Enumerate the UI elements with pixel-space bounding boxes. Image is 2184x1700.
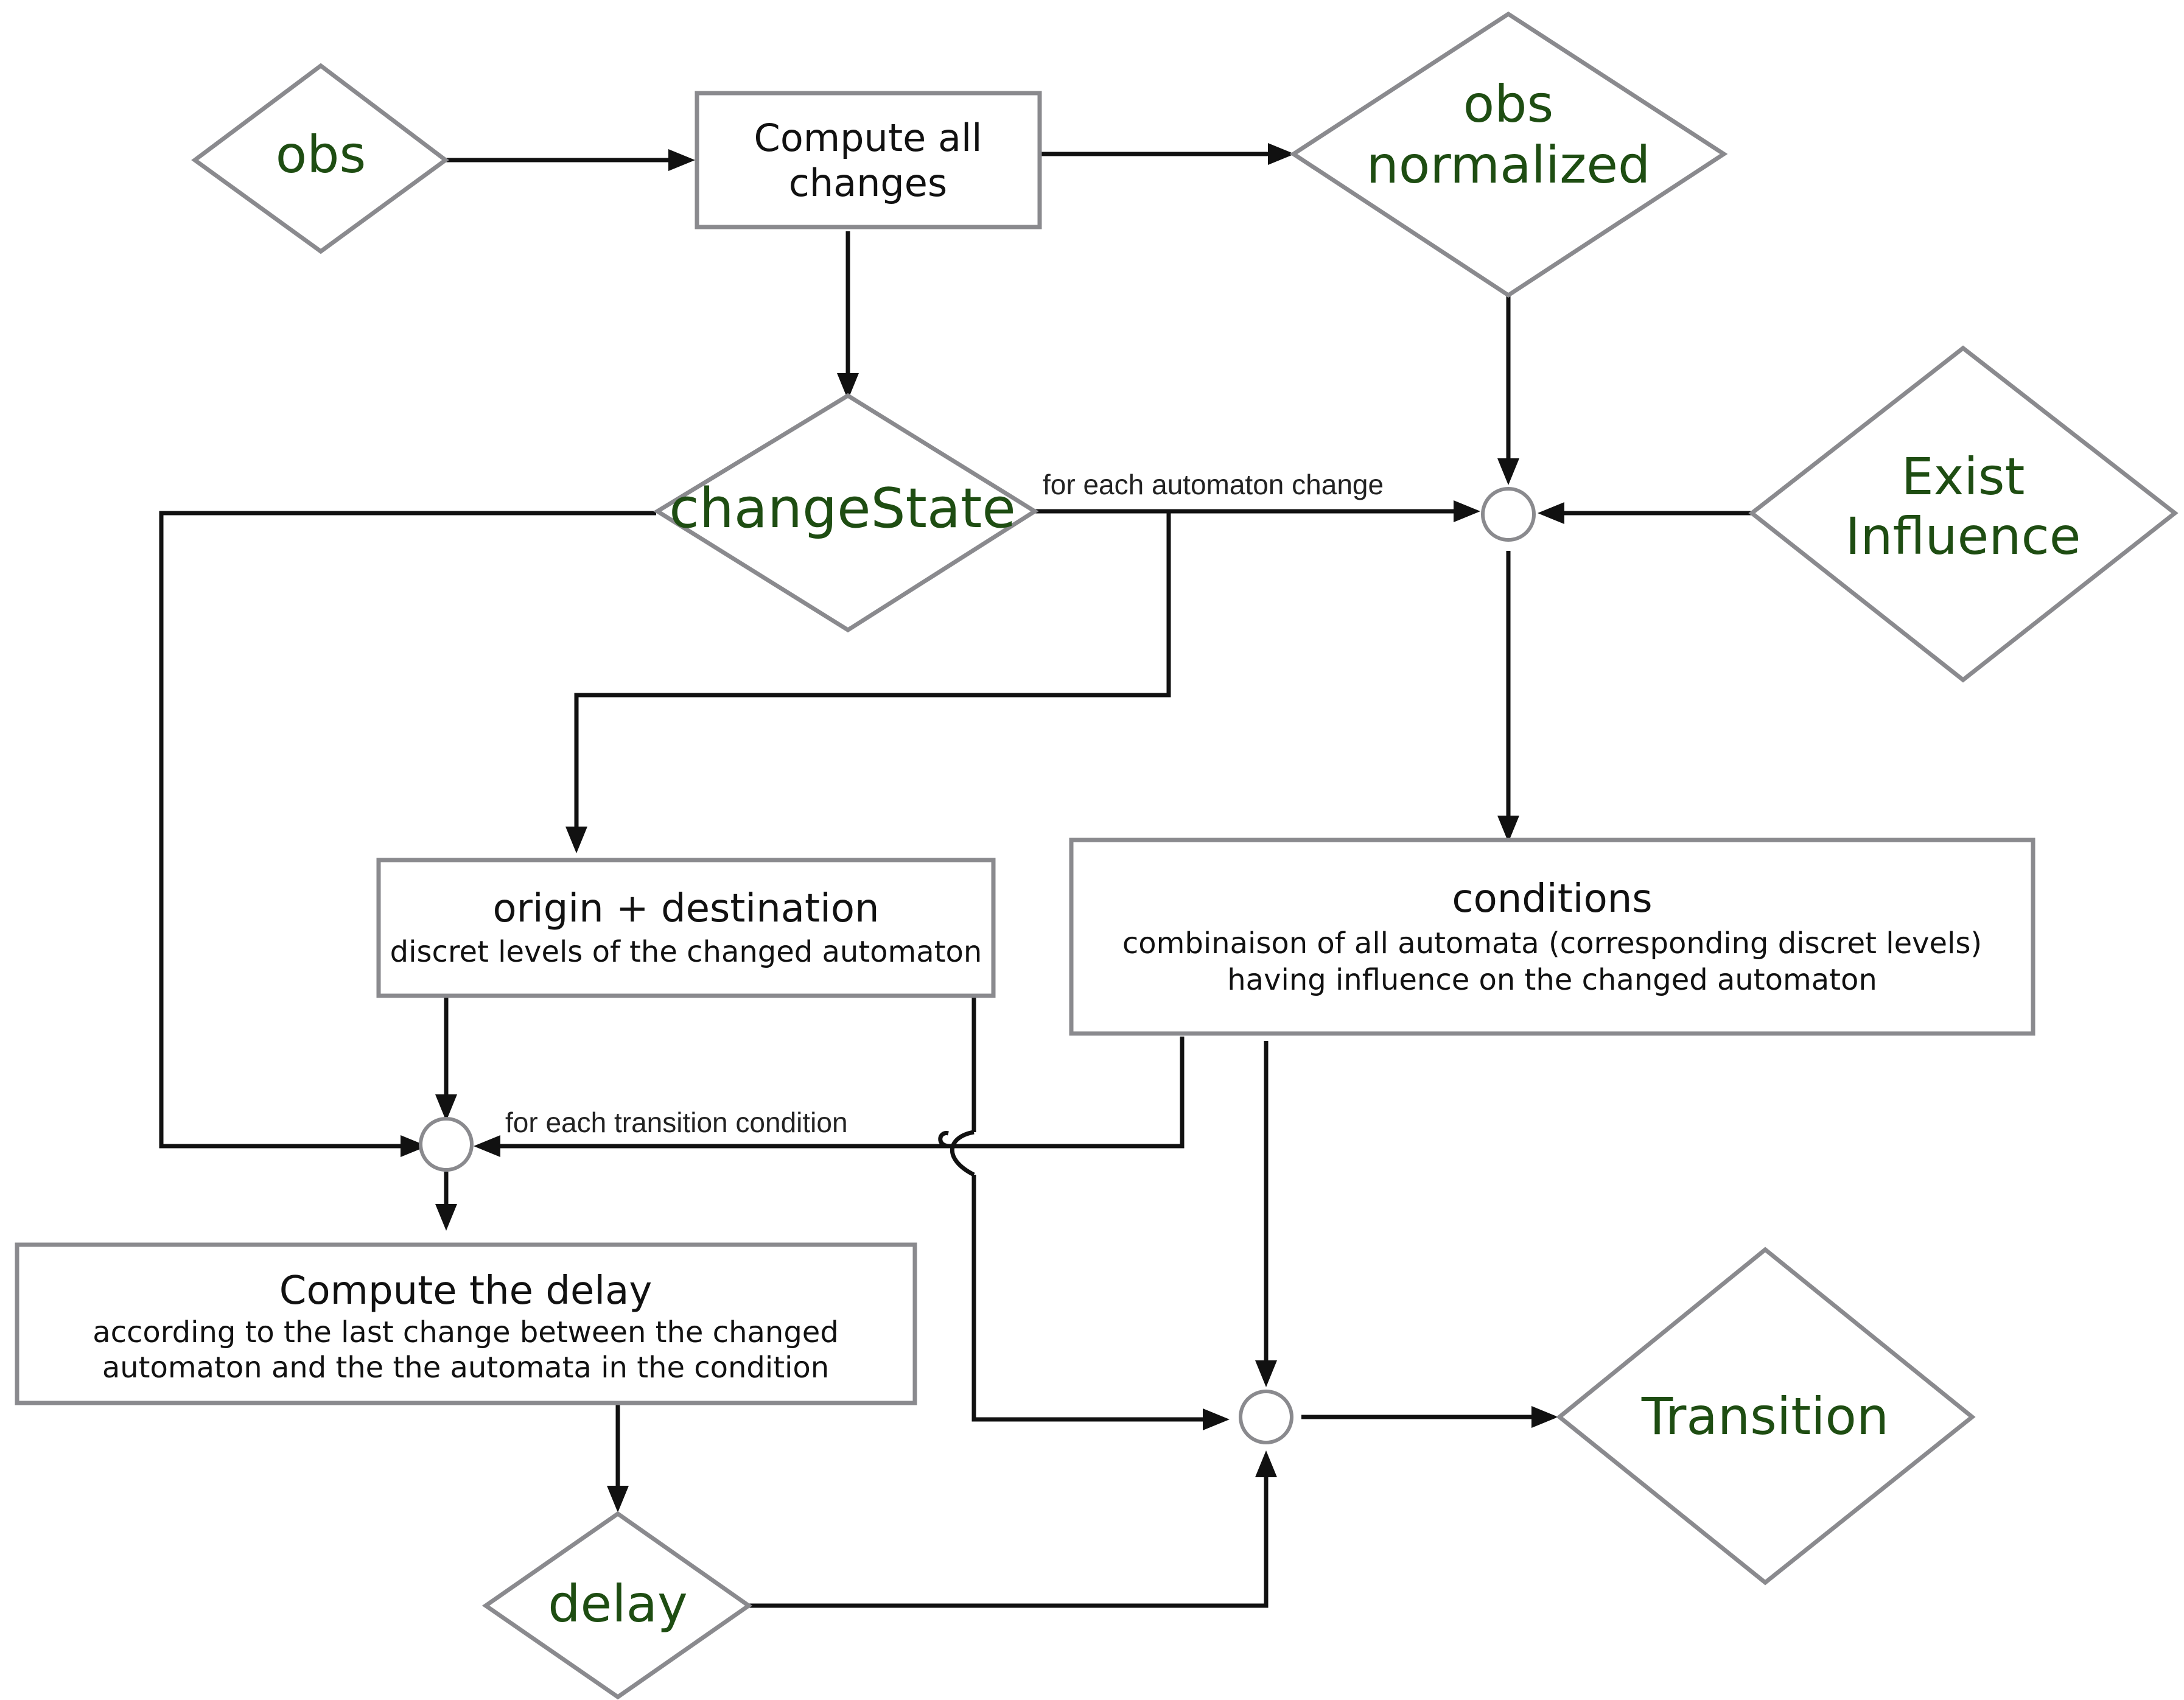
arrowhead <box>668 149 695 171</box>
edge-changestate-left-route <box>159 511 656 1149</box>
arrowhead <box>474 1135 500 1157</box>
compute-delay-line1: according to the last change between the… <box>93 1315 839 1349</box>
node-compute-delay: Compute the delay according to the last … <box>15 1242 917 1405</box>
edge-hop-bump <box>950 1130 975 1177</box>
node-conditions: conditions combinaison of all automata (… <box>1069 838 2035 1036</box>
obs-label: obs <box>276 125 366 184</box>
conditions-line1: combinaison of all automata (correspondi… <box>1122 926 1982 960</box>
arrowhead <box>837 373 859 400</box>
obs-normalized-line2: normalized <box>1367 135 1651 195</box>
obs-normalized-line1: obs <box>1463 74 1553 134</box>
conditions-line2: having influence on the changed automato… <box>1227 963 1877 997</box>
arrowhead <box>1497 816 1519 842</box>
edges <box>159 143 1753 1608</box>
node-transition: Transition <box>1556 1247 1976 1586</box>
join-circle-bottom <box>1239 1390 1293 1444</box>
arrowhead <box>1255 1450 1277 1477</box>
compute-delay-line2: automaton and the the automata in the co… <box>102 1351 829 1385</box>
node-exist-influence: Exist Influence <box>1748 345 2179 683</box>
edge-origin-to-bottom-join-b <box>971 1175 1204 1422</box>
node-change-state: changeState <box>653 393 1039 633</box>
node-obs-normalized: obs normalized <box>1289 11 1728 298</box>
arrowhead <box>1203 1408 1230 1430</box>
arrowhead <box>1268 143 1295 165</box>
origin-destination-title: origin + destination <box>492 886 879 931</box>
arrowhead <box>435 1094 457 1121</box>
arrowhead <box>1255 1360 1277 1387</box>
compute-all-changes-line1: Compute all <box>754 116 982 160</box>
arrowhead <box>1454 500 1480 522</box>
arrowhead <box>1497 458 1519 485</box>
node-delay: delay <box>481 1511 753 1700</box>
node-compute-all-changes: Compute all changes <box>695 91 1042 229</box>
edge-branch-to-origin <box>574 511 1171 828</box>
node-origin-destination: origin + destination discret levels of t… <box>376 858 996 998</box>
arrowhead <box>565 827 587 853</box>
arrowhead <box>435 1204 457 1231</box>
origin-destination-subtitle: discret levels of the changed automaton <box>390 935 982 969</box>
node-obs: obs <box>191 63 449 254</box>
change-state-label: changeState <box>669 477 1015 540</box>
label-for-each-transition-condition: for each transition condition <box>505 1107 848 1138</box>
arrowhead <box>1531 1406 1558 1428</box>
arrowhead <box>607 1486 629 1513</box>
arrowhead <box>401 1135 427 1157</box>
arrowhead <box>1538 502 1564 524</box>
join-circle-middle <box>419 1117 474 1172</box>
compute-all-changes-line2: changes <box>789 161 947 205</box>
edge-delay-to-bottom-join <box>747 1476 1269 1608</box>
delay-label: delay <box>548 1574 688 1634</box>
conditions-title: conditions <box>1452 876 1652 922</box>
transition-label: Transition <box>1641 1387 1889 1446</box>
label-for-each-automaton-change: for each automaton change <box>1043 469 1384 500</box>
exist-influence-line2: Influence <box>1846 506 2081 566</box>
exist-influence-line1: Exist <box>1902 447 2025 506</box>
join-circle-top <box>1481 487 1536 542</box>
edge-conditions-to-mid-join <box>950 1037 1185 1149</box>
compute-delay-title: Compute the delay <box>279 1268 652 1313</box>
